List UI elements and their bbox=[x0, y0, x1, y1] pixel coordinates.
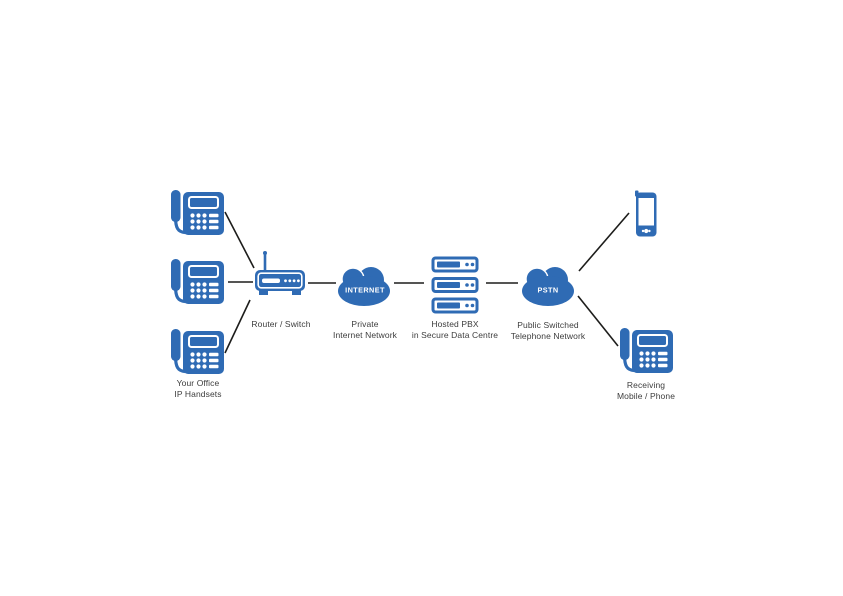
pstn-label: Public Switched Telephone Network bbox=[493, 320, 603, 342]
pstn-label-line2: Telephone Network bbox=[510, 331, 586, 341]
receiving-label-line1: Receiving bbox=[626, 380, 666, 390]
receiving-label: Receiving Mobile / Phone bbox=[591, 380, 701, 402]
desk-phone-icon bbox=[170, 328, 224, 374]
office-handsets-label: Your Office IP Handsets bbox=[143, 378, 253, 400]
private-network-label-line2: Internet Network bbox=[333, 330, 397, 340]
line-pstn-deskphone bbox=[577, 295, 619, 347]
mobile-phone-icon bbox=[635, 190, 657, 237]
router-icon bbox=[254, 249, 306, 297]
line-handset1-router bbox=[224, 211, 255, 269]
line-handset3-router bbox=[224, 299, 251, 354]
line-pstn-mobile bbox=[578, 212, 630, 272]
private-network-label: Private Internet Network bbox=[310, 319, 420, 341]
desk-phone-icon bbox=[170, 258, 224, 304]
receiving-label-line2: Mobile / Phone bbox=[616, 391, 676, 401]
desk-phone-icon bbox=[170, 189, 224, 235]
hosted-pbx-label-line1: Hosted PBX bbox=[431, 319, 479, 329]
internet-cloud-icon: INTERNET bbox=[337, 266, 391, 307]
router-label-line1: Router / Switch bbox=[251, 319, 311, 329]
pstn-cloud-icon: PSTN bbox=[521, 266, 575, 307]
pstn-cloud-text: PSTN bbox=[537, 286, 558, 295]
pstn-label-line1: Public Switched bbox=[517, 320, 579, 330]
internet-cloud-text: INTERNET bbox=[345, 286, 385, 295]
office-handsets-label-line1: Your Office bbox=[176, 378, 220, 388]
office-handsets-label-line2: IP Handsets bbox=[174, 389, 222, 399]
server-rack-icon bbox=[431, 256, 479, 314]
hosted-pbx-label-line2: in Secure Data Centre bbox=[411, 330, 499, 340]
desk-phone-icon bbox=[619, 327, 673, 373]
hosted-pbx-label: Hosted PBX in Secure Data Centre bbox=[400, 319, 510, 341]
private-network-label-line1: Private bbox=[351, 319, 379, 329]
router-label: Router / Switch bbox=[226, 319, 336, 330]
